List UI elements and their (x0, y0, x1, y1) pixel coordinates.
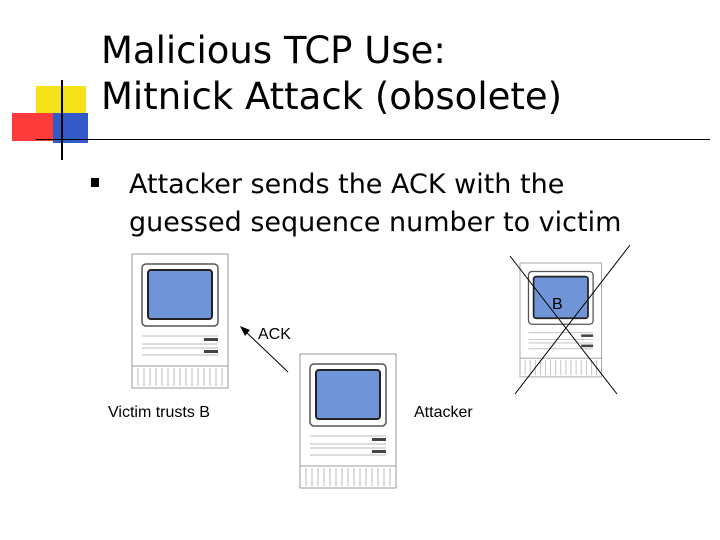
ack-label: ACK (258, 326, 291, 343)
host-b-label: B (552, 296, 563, 313)
trusted-host-b-computer (520, 263, 602, 377)
victim-computer (132, 254, 228, 388)
victim-label: Victim trusts B (108, 404, 210, 421)
attacker-label: Attacker (414, 404, 473, 421)
attacker-computer (300, 354, 396, 488)
